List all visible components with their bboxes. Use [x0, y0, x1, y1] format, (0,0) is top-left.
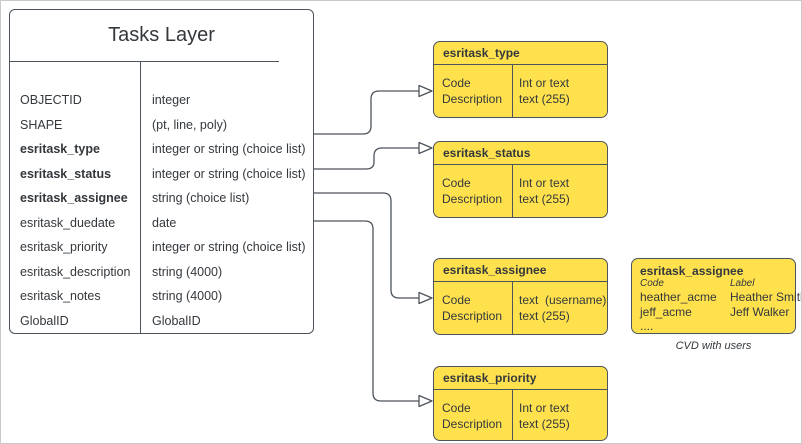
field-row: esritask_status integer or string (choice… [10, 162, 313, 187]
domain-description-label: Description [442, 417, 503, 431]
cvd-code-header: Code [640, 278, 664, 289]
field-row: esritask_duedate date [10, 211, 313, 236]
field-row: esritask_description string (4000) [10, 260, 313, 285]
domain-code-type: Int or text [519, 76, 570, 90]
domain-description-type: text (255) [519, 192, 570, 206]
cvd-code: heather_acme [640, 290, 717, 304]
field-row: SHAPE (pt, line, poly) [10, 113, 313, 138]
field-name: esritask_status [20, 166, 112, 181]
domain-code-type: Int or text [519, 401, 570, 415]
domain-description-type: text (255) [519, 417, 570, 431]
domain-description-label: Description [442, 309, 503, 323]
cvd-code: .... [640, 319, 654, 333]
domain-description-type: text (255) [519, 309, 570, 323]
field-name: esritask_description [20, 264, 131, 279]
field-row: GlobalID GlobalID [10, 309, 313, 334]
arrowhead-icon [418, 84, 433, 98]
field-name: OBJECTID [20, 93, 82, 107]
field-type: integer [152, 93, 191, 107]
domain-title-divider [434, 164, 607, 165]
field-row: OBJECTID integer [10, 88, 313, 113]
domain-column-divider [512, 281, 513, 334]
arrowhead-icon [418, 291, 433, 305]
domain-code-label: Code [442, 293, 471, 307]
domain-code-type: Int or text [519, 176, 570, 190]
arrowhead-icon [418, 394, 433, 408]
cvd-label-header: Label [730, 278, 755, 289]
domain-title-divider [434, 281, 607, 282]
domain-description-type: text (255) [519, 92, 570, 106]
domain-type-column: Int or text text (255) [519, 175, 570, 207]
domain-title-divider [434, 389, 607, 390]
cvd-caption: CVD with users [675, 340, 752, 352]
field-row: esritask_priority integer or string (choi… [10, 235, 313, 260]
field-type: integer or string (choice list) [152, 142, 306, 156]
domain-title: esritask_assignee [443, 263, 547, 277]
field-type: integer or string (choice list) [152, 166, 306, 181]
domain-title: esritask_priority [443, 371, 537, 385]
domain-column-divider [512, 164, 513, 217]
field-name: GlobalID [20, 313, 69, 328]
domain-title: esritask_status [443, 146, 531, 160]
domain-column-divider [512, 389, 513, 440]
title-divider [10, 61, 279, 62]
domain-type-column: text (username) text (255) [519, 292, 606, 324]
field-type: (pt, line, poly) [152, 117, 228, 132]
tasks-layer-table[interactable]: Tasks Layer OBJECTID integer SHAPE (pt, li… [9, 9, 314, 334]
field-list: OBJECTID integer SHAPE (pt, line, poly) es… [10, 88, 313, 333]
cvd-label: Jeff Walker [730, 304, 790, 319]
field-row: esritask_assignee string (choice list) [10, 186, 313, 211]
field-type: date [152, 215, 177, 230]
field-type: string (choice list) [152, 191, 250, 205]
column-divider [140, 61, 141, 333]
field-type: GlobalID [152, 313, 201, 328]
field-name: esritask_priority [20, 240, 108, 254]
cvd-table: Code Label heather_acme Heather Smith je… [640, 278, 801, 334]
field-row: esritask_type integer or string (choice l… [10, 137, 313, 162]
arrowhead-icon [418, 141, 433, 155]
domain-code-label: Code [442, 176, 471, 190]
tasks-layer-title: Tasks Layer [108, 24, 215, 46]
domain-title: esritask_type [443, 46, 520, 60]
connector-assignee[interactable] [314, 192, 419, 299]
connector-status[interactable] [314, 147, 419, 170]
connector-priority[interactable] [314, 220, 419, 402]
field-name: esritask_assignee [20, 191, 128, 205]
domain-code-label: Code [442, 401, 471, 415]
field-type: integer or string (choice list) [152, 240, 306, 254]
field-name: esritask_duedate [20, 215, 116, 230]
field-name: SHAPE [20, 117, 63, 132]
domain-description-label: Description [442, 92, 503, 106]
domain-code-label: Code [442, 76, 471, 90]
domain-column-divider [512, 64, 513, 117]
domain-title-divider [434, 64, 607, 65]
domain-description-label: Description [442, 192, 503, 206]
cvd-code: jeff_acme [640, 304, 692, 319]
cvd-label: Heather Smith [730, 290, 802, 304]
connector-type[interactable] [314, 90, 419, 135]
cvd-title: esritask_assignee [640, 264, 744, 278]
domain-type-column: Int or text text (255) [519, 75, 570, 107]
domain-code-type: text (username) [519, 293, 607, 307]
field-name: esritask_type [20, 142, 100, 156]
field-row: esritask_notes string (4000) [10, 284, 313, 309]
cvd-label [730, 319, 801, 334]
cvd-list-box[interactable]: esritask_assignee Code Label heather_acm… [631, 258, 801, 334]
field-type: string (4000) [152, 289, 223, 303]
domain-type-column: Int or text text (255) [519, 400, 570, 432]
field-name: esritask_notes [20, 289, 101, 303]
field-type: string (4000) [152, 264, 223, 279]
